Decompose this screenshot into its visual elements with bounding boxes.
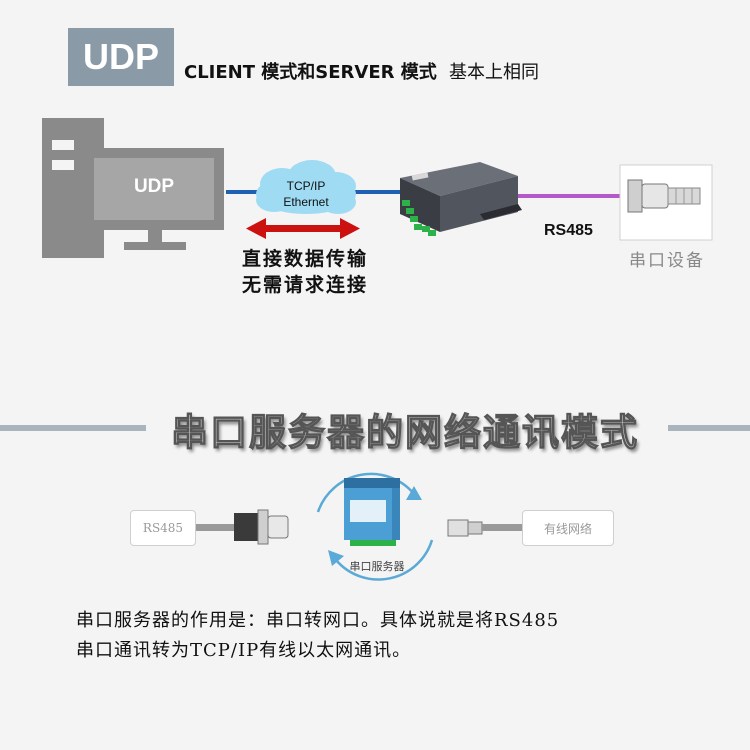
computer-screen-label: UDP [133, 176, 175, 197]
serial-server-blue-icon [344, 478, 400, 546]
note-line2: 无需请求连接 [242, 274, 369, 296]
serial-device-label: 串口设备 [629, 251, 705, 271]
rs485-link-label: RS485 [544, 222, 593, 239]
cycle-arrow-top-icon [316, 472, 415, 513]
rs485-cable-left [194, 524, 234, 531]
serial-server-device-icon [400, 162, 522, 236]
headline-subtitle: 基本上相同 [449, 62, 540, 83]
udp-badge: UDP [68, 28, 174, 86]
cycle-arrow-bottom-icon [335, 539, 434, 581]
headline: CLIENT 模式和SERVER 模式 基本上相同 [184, 58, 539, 84]
section-title: 串口服务器的网络通讯模式 [170, 409, 639, 454]
description-line2: 串口通讯转为TCP/IP有线以太网通讯。 [76, 640, 412, 661]
bidirectional-arrow-icon [246, 218, 360, 239]
cloud-label-line2: Ethernet [283, 195, 329, 209]
wired-network-box: 有线网络 [522, 510, 614, 546]
rj45-plug-icon [447, 519, 483, 537]
rs485-box: RS485 [130, 510, 196, 546]
cycle-arrow-top-head-icon [406, 486, 422, 500]
cycle-arrow-bottom-head-icon [328, 550, 344, 566]
note-line1: 直接数据传输 [242, 248, 369, 270]
db9-connector-icon [627, 179, 701, 213]
cloud-label-line1: TCP/IP [286, 179, 326, 193]
description-line1: 串口服务器的作用是：串口转网口。具体说就是将RS485 [76, 610, 560, 631]
cloud-label: TCP/IP Ethernet [258, 178, 354, 210]
db9-plug-icon [234, 509, 289, 545]
cloud-icon [256, 160, 356, 214]
monitor-icon [84, 148, 224, 250]
network-cable-right [482, 524, 522, 531]
server-caption: 串口服务器 [349, 560, 405, 573]
headline-title: CLIENT 模式和SERVER 模式 [184, 62, 437, 83]
